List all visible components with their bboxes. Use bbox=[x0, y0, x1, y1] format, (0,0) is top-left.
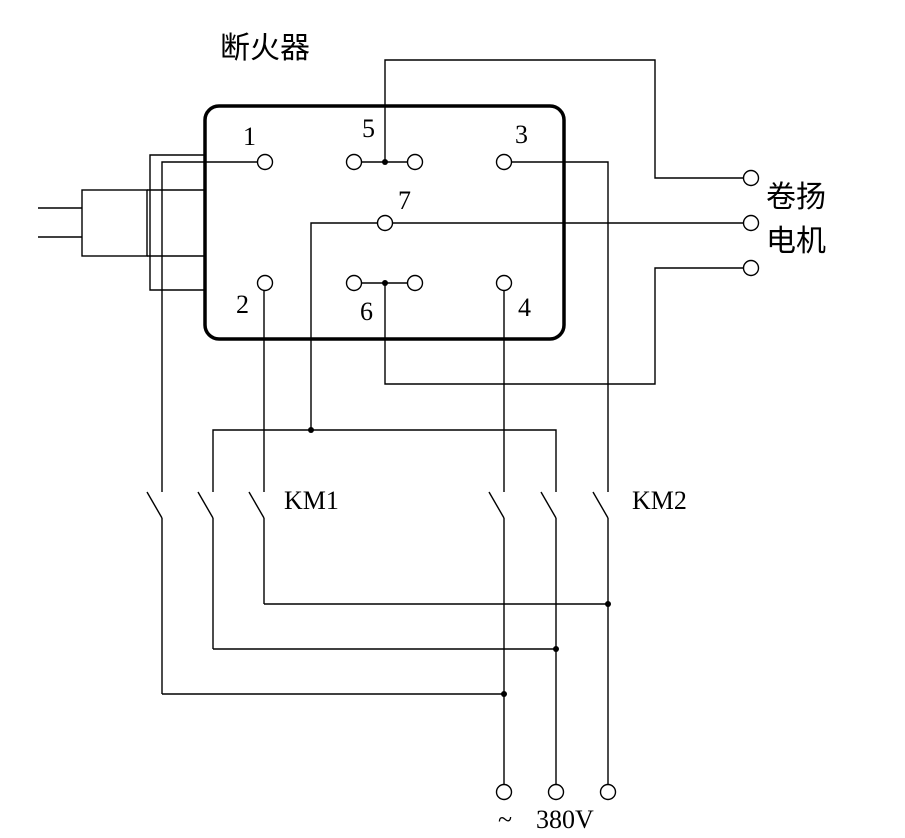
terminal-4-label: 4 bbox=[518, 293, 531, 322]
supply-terminal-3 bbox=[599, 783, 617, 801]
terminal-6-right bbox=[406, 274, 424, 292]
motor-terminal-bottom bbox=[742, 259, 760, 277]
supply-terminal-1 bbox=[495, 783, 513, 801]
terminal-3 bbox=[495, 153, 513, 171]
breaker-title: 断火器 bbox=[220, 31, 310, 66]
power-plug bbox=[38, 189, 205, 257]
wire-terminal-1 bbox=[161, 161, 264, 492]
km1-label: KM1 bbox=[284, 486, 339, 515]
motor-terminal-middle bbox=[742, 214, 760, 232]
terminal-3-label: 3 bbox=[515, 120, 528, 149]
terminal-2-label: 2 bbox=[236, 290, 249, 319]
supply-terminal-2 bbox=[547, 783, 565, 801]
terminal-2 bbox=[256, 274, 274, 292]
terminal-5-right bbox=[406, 153, 424, 171]
motor-label-line2: 电机 bbox=[766, 224, 826, 259]
terminal-4 bbox=[495, 274, 513, 292]
wire-terminal-6 bbox=[362, 267, 744, 385]
wire-terminal-7 bbox=[310, 222, 744, 430]
km2-contacts bbox=[488, 491, 609, 785]
terminal-1-label: 1 bbox=[243, 122, 256, 151]
wire-terminal-3 bbox=[504, 161, 609, 492]
supply-crossovers bbox=[162, 601, 611, 697]
wire-terminal-5 bbox=[362, 59, 744, 179]
terminal-6-label: 6 bbox=[360, 297, 373, 326]
terminal-5-left bbox=[345, 153, 363, 171]
km1-contacts bbox=[146, 491, 265, 694]
terminal-5-label: 5 bbox=[362, 114, 375, 143]
motor-label-line1: 卷扬 bbox=[766, 180, 826, 215]
supply-tilde: ~ bbox=[498, 805, 512, 834]
control-bus bbox=[212, 427, 557, 492]
motor-terminal-top bbox=[742, 169, 760, 187]
terminal-6-left bbox=[345, 274, 363, 292]
terminal-7-label: 7 bbox=[398, 186, 411, 215]
supply-voltage: 380V bbox=[536, 805, 594, 834]
plug-leads bbox=[149, 154, 205, 291]
terminal-7 bbox=[376, 214, 394, 232]
km2-label: KM2 bbox=[632, 486, 687, 515]
terminal-1 bbox=[256, 153, 274, 171]
